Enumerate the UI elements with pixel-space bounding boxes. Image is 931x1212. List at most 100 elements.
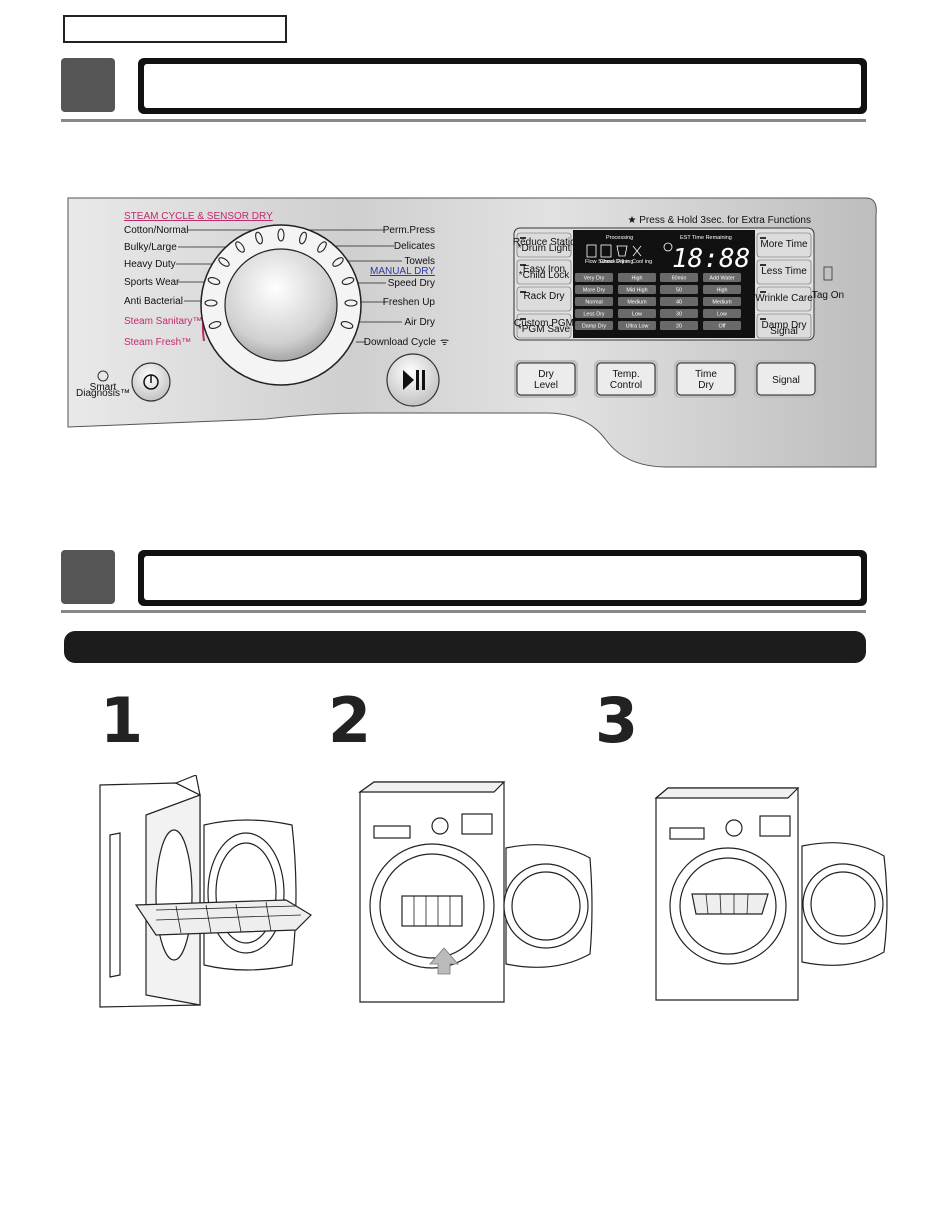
right-key-label: Wrinkle Care [755,293,813,304]
right-key-label: Less Time [761,266,807,277]
option-cell: Low [717,312,727,318]
led-indicator [760,318,766,320]
right-key-button[interactable] [756,313,812,339]
status-cooling: Cool ing [632,259,652,265]
flow-sense-icon [586,244,597,258]
left-cycle-labels: Cotton/Normal Bulky/Large Heavy Duty Spo… [124,225,202,348]
cycle-cotton-normal[interactable]: Cotton/Normal [124,225,188,236]
cycle-delicates[interactable]: Delicates [394,241,435,252]
option-cell: 50 [676,288,682,294]
led-indicator [520,291,526,293]
control-button-label: Level [534,380,558,391]
est-time-label: EST Time Remaining [680,235,732,241]
cycle-anti-bacterial[interactable]: Anti Bacterial [124,296,183,307]
option-cell-bg [575,321,613,330]
right-key-label: More Time [760,239,808,250]
option-cell: 60min [672,276,687,282]
option-cell: 40 [676,300,682,306]
cycle-steam-fresh[interactable]: Steam Fresh™ [124,337,191,348]
led-indicator [520,264,526,266]
led-indicator [760,264,766,266]
cycle-speed-dry[interactable]: Speed Dry [388,278,435,289]
right-key-button[interactable] [756,259,812,285]
option-cell: Off [718,324,726,330]
control-button-label: Temp. [612,369,639,380]
led-indicator [760,291,766,293]
left-key-button[interactable] [516,286,572,312]
left-key-button[interactable] [516,313,572,339]
manual-dry-header: MANUAL DRY [370,266,435,277]
control-button[interactable] [756,362,816,396]
option-cell-bg [660,309,698,318]
option-cell-bg [618,321,656,330]
led-indicator [520,237,526,239]
option-cell: High [716,288,727,294]
cycle-heavy-duty[interactable]: Heavy Duty [124,259,176,270]
control-button-label: Dry [538,369,554,380]
option-cell: Damp Dry [582,324,607,330]
option-cell-bg [703,297,741,306]
smart-diagnosis-line1: Smart [90,382,117,393]
dial-indicator-marks [204,228,358,329]
cycle-sports-wear[interactable]: Sports Wear [124,277,180,288]
control-button[interactable] [676,362,736,396]
step-1-illustration [99,775,312,1008]
left-key-button[interactable] [516,232,572,258]
up-arrow-icon [429,947,459,975]
option-cell: Add Water [709,276,734,282]
option-cell-bg [618,297,656,306]
right-key-sub: Signal [770,326,798,337]
steam-indicator-icon [663,242,673,252]
option-cell: 30 [676,312,682,318]
step-number-3: 3 [595,684,639,757]
option-cell-bg [660,321,698,330]
status-flow-sense: Flow Sense [585,259,614,265]
option-cell-bg [660,297,698,306]
led-indicator [760,237,766,239]
smart-diagnosis-icon [97,370,109,382]
time-readout: 18:88 [672,244,750,274]
cycle-perm-press[interactable]: Perm.Press [383,225,435,236]
left-key-label: Reduce Static [513,237,575,248]
cycle-dial-knob[interactable] [224,248,338,362]
section-1-rule [61,119,866,122]
left-key-button[interactable] [516,259,572,285]
play-pause-icon [403,370,425,390]
control-button-label: Time [695,369,717,380]
option-cell: Very Dry [584,276,605,282]
control-panel: STEAM CYCLE & SENSOR DRY Cotton/Normal B… [67,197,877,468]
option-cell-bg [575,285,613,294]
header-label-box [63,15,287,43]
subsection-bar [64,631,866,663]
option-cell-bg [618,309,656,318]
control-button[interactable] [596,362,656,396]
option-cell-bg [575,297,613,306]
left-key-sub: *Child Lock [519,270,571,281]
cycle-air-dry[interactable]: Air Dry [404,317,435,328]
control-button-label: Dry [698,380,714,391]
section-1-marker [61,58,115,112]
option-cell: Mid High [626,288,647,294]
right-cycle-labels: Perm.Press Delicates Towels MANUAL DRY S… [364,225,437,348]
left-key-sub: *Drum Light [518,243,571,254]
tag-on-label: Tag On [812,290,844,301]
cycle-towels[interactable]: Towels [404,256,435,267]
step-2-illustration [358,781,593,1003]
drying-icon [616,245,628,257]
cycle-freshen-up[interactable]: Freshen Up [383,297,436,308]
option-cell: Ultra Low [626,324,649,330]
right-key-button[interactable] [756,232,812,258]
press-hold-note: ★ Press & Hold 3sec. for Extra Functions [628,215,811,226]
cycle-steam-sanitary[interactable]: Steam Sanitary™ [124,316,202,327]
step-3-illustration [654,787,888,1001]
option-cell: Less Dry [583,312,605,318]
status-check-filter: Check Filter [600,259,630,265]
right-key-button[interactable] [756,286,812,312]
option-cell-bg [618,273,656,282]
download-cycle-label: Download Cycle [364,337,437,348]
cycle-bulky-large[interactable]: Bulky/Large [124,242,177,253]
control-button[interactable] [516,362,576,396]
